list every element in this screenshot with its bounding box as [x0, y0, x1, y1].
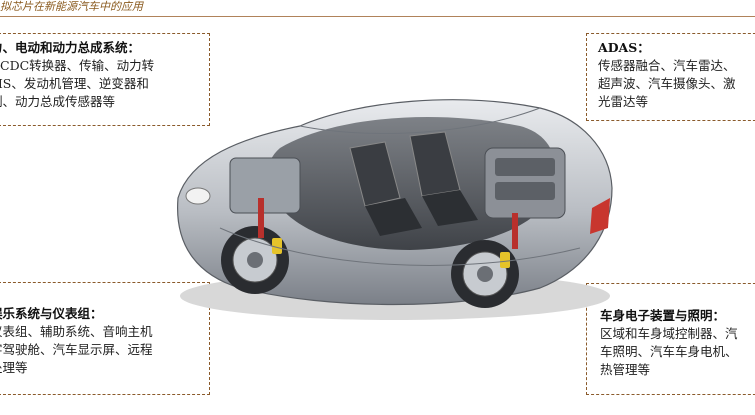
panel-infotainment: 娱乐系统与仪表组： 仪表组、辅助系统、音响主机 字驾驶舱、汽车显示屏、远程 处理… — [0, 282, 210, 395]
panel-adas-line: 光雷达等 — [598, 94, 649, 109]
panel-infotainment-line: 字驾驶舱、汽车显示屏、远程 — [0, 342, 153, 357]
panel-adas: ADAS： 传感器融合、汽车雷达、 超声波、汽车摄像头、激 光雷达等 — [586, 33, 755, 121]
caption-divider — [0, 16, 755, 17]
panel-body-electronics-line: 热管理等 — [600, 362, 651, 377]
panel-body-electronics-line: 车照明、汽车车身电机、 — [600, 344, 738, 359]
car-cutaway-illustration — [160, 78, 620, 328]
panel-infotainment-title: 娱乐系统与仪表组： — [0, 306, 103, 321]
panel-adas-line: 超声波、汽车摄像头、激 — [598, 76, 736, 91]
panel-infotainment-line: 处理等 — [0, 360, 28, 375]
figure-caption: 拟芯片在新能源汽车中的应用 — [0, 0, 143, 13]
panel-powertrain: 力、电动和动力总成系统： DCDC转换器、传输、动力转 MS、发动机管理、逆变器… — [0, 33, 210, 126]
panel-adas-title: ADAS： — [598, 40, 650, 55]
panel-powertrain-line: DCDC转换器、传输、动力转 — [0, 58, 155, 73]
panel-powertrain-title: 力、电动和动力总成系统： — [0, 40, 141, 55]
panel-body-electronics: 车身电子装置与照明： 区域和车身域控制器、汽 车照明、汽车车身电机、 热管理等 — [586, 283, 755, 395]
panel-infotainment-line: 仪表组、辅助系统、音响主机 — [0, 324, 153, 339]
panel-powertrain-line: 制、动力总成传感器等 — [0, 94, 116, 109]
panel-powertrain-line: MS、发动机管理、逆变器和 — [0, 76, 149, 91]
panel-body-electronics-line: 区域和车身域控制器、汽 — [600, 326, 738, 341]
panel-body-electronics-title: 车身电子装置与照明： — [600, 308, 726, 323]
panel-adas-line: 传感器融合、汽车雷达、 — [598, 58, 736, 73]
